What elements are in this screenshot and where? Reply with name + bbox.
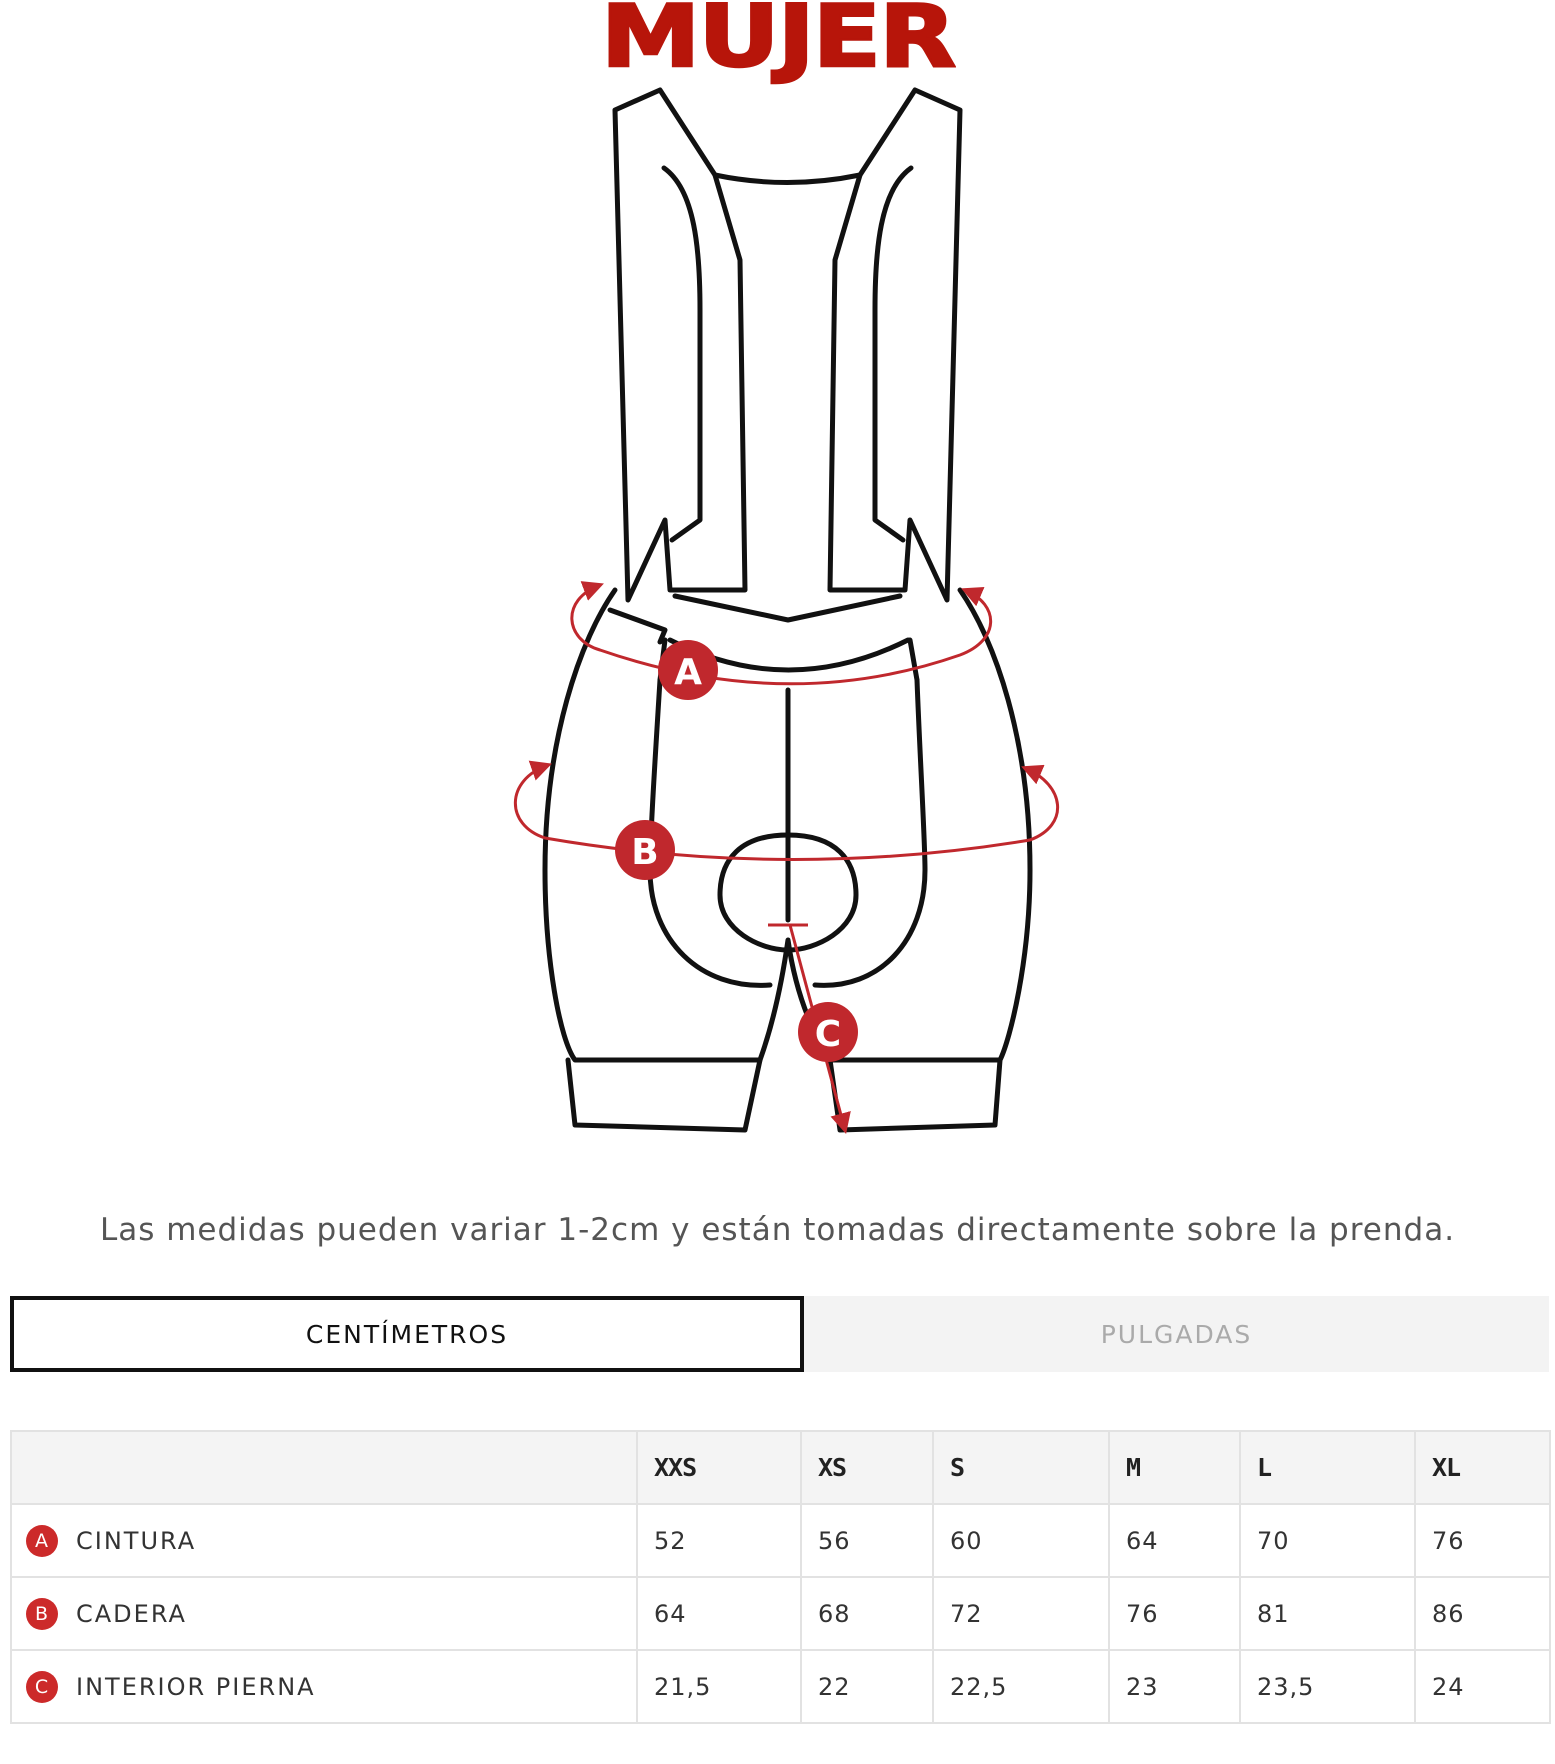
svg-text:A: A [674, 652, 702, 693]
table-cell: 81 [1239, 1576, 1416, 1651]
header-size-l: L [1239, 1430, 1416, 1505]
header-size-m: M [1108, 1430, 1241, 1505]
row-label-cell: A CINTURA [10, 1503, 638, 1578]
table-cell: 64 [636, 1576, 802, 1651]
measurement-note: Las medidas pueden variar 1-2cm y están … [99, 1212, 1456, 1248]
bib-shorts-diagram: A B C [513, 87, 1059, 1135]
svg-text:B: B [631, 832, 658, 873]
row-label: CADERA [76, 1599, 187, 1628]
row-label: CINTURA [76, 1526, 197, 1555]
table-row: C INTERIOR PIERNA 21,5 22 22,5 23 23,5 2… [10, 1649, 1551, 1724]
table-row: B CADERA 64 68 72 76 81 86 [10, 1576, 1551, 1651]
table-cell: 86 [1414, 1576, 1551, 1651]
table-cell: 64 [1108, 1503, 1241, 1578]
marker-b-badge-icon: B [26, 1597, 58, 1630]
table-cell: 22 [800, 1649, 934, 1724]
header-blank [10, 1430, 638, 1505]
marker-a-icon: A [658, 640, 718, 700]
marker-c-badge-icon: C [26, 1670, 58, 1703]
table-cell: 68 [800, 1576, 934, 1651]
table-cell: 22,5 [932, 1649, 1110, 1724]
marker-a-badge-icon: A [26, 1524, 58, 1557]
table-cell: 56 [800, 1503, 934, 1578]
row-label: INTERIOR PIERNA [76, 1672, 316, 1701]
header-size-xl: XL [1414, 1430, 1551, 1505]
header-size-xxs: XXS [636, 1430, 802, 1505]
table-cell: 24 [1414, 1649, 1551, 1724]
header-size-xs: XS [800, 1430, 934, 1505]
tab-centimeters[interactable]: CENTÍMETROS [10, 1296, 804, 1372]
table-row: A CINTURA 52 56 60 64 70 76 [10, 1503, 1551, 1578]
unit-tabs: CENTÍMETROS PULGADAS [10, 1296, 1549, 1372]
table-header-row: XXS XS S M L XL [10, 1430, 1551, 1505]
svg-text:C: C [815, 1014, 841, 1055]
row-label-cell: B CADERA [10, 1576, 638, 1651]
page-title: MUJER [599, 0, 957, 87]
table-cell: 21,5 [636, 1649, 802, 1724]
table-cell: 76 [1108, 1576, 1241, 1651]
table-cell: 72 [932, 1576, 1110, 1651]
header-size-s: S [932, 1430, 1110, 1505]
table-cell: 70 [1239, 1503, 1416, 1578]
marker-b-icon: B [615, 820, 675, 880]
tab-inches[interactable]: PULGADAS [804, 1296, 1549, 1372]
table-cell: 60 [932, 1503, 1110, 1578]
table-cell: 76 [1414, 1503, 1551, 1578]
row-label-cell: C INTERIOR PIERNA [10, 1649, 638, 1724]
marker-c-icon: C [798, 1002, 858, 1062]
table-cell: 23 [1108, 1649, 1241, 1724]
size-table: XXS XS S M L XL A CINTURA 52 56 60 64 70… [10, 1430, 1551, 1724]
table-cell: 23,5 [1239, 1649, 1416, 1724]
table-cell: 52 [636, 1503, 802, 1578]
